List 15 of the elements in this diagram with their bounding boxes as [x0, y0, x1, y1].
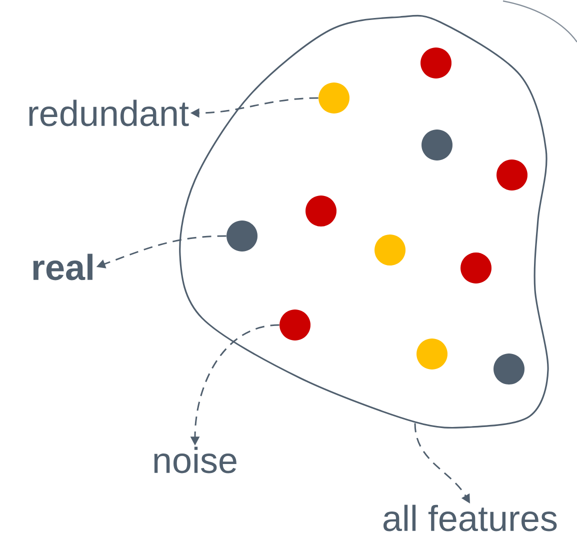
dot: [496, 160, 528, 190]
dot: [460, 252, 492, 284]
text-label: noise: [154, 446, 236, 474]
text-label: real: [33, 254, 92, 280]
text-label: redundant: [29, 100, 189, 126]
dot: [416, 338, 448, 370]
dot: [422, 130, 452, 160]
dot: [318, 82, 350, 114]
dot: [280, 310, 310, 340]
text-label: all features: [383, 504, 557, 532]
dot: [420, 48, 452, 78]
dot: [226, 220, 258, 252]
dot: [306, 196, 336, 226]
dot: [374, 234, 406, 266]
dot: [494, 354, 524, 384]
